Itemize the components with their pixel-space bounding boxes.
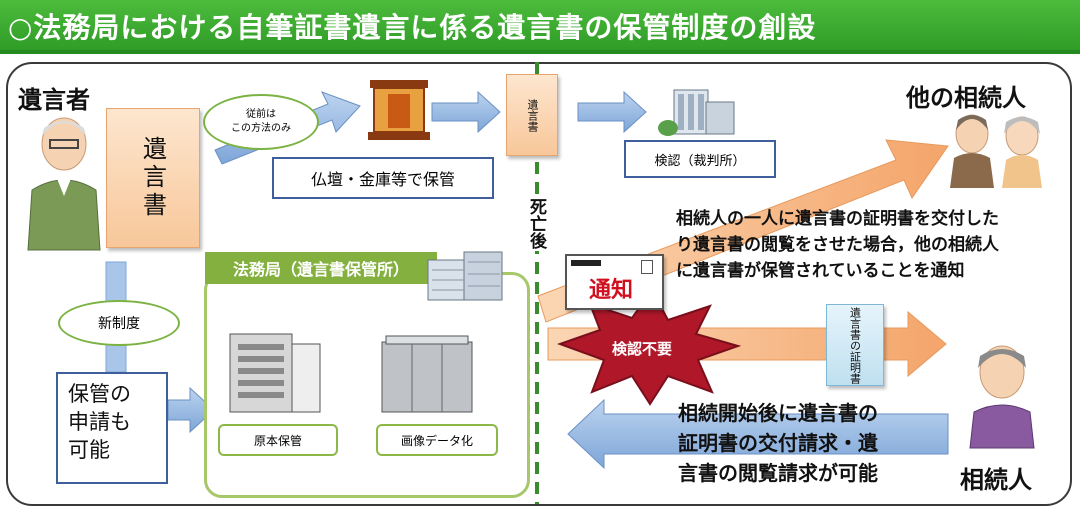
notice-card: 通知 bbox=[565, 254, 664, 310]
bureau-building-icon bbox=[427, 251, 503, 301]
will-document: 遺言書 bbox=[106, 108, 200, 248]
court-building-icon bbox=[658, 89, 735, 136]
application-box: 保管の 申請も 可能 bbox=[56, 372, 168, 484]
notice-line2: り遺言書の閲覧をさせた場合，他の相続人 bbox=[676, 235, 999, 255]
notice-text: 相続人の一人に遺言書の証明書を交付した り遺言書の閲覧をさせた場合，他の相続人 … bbox=[676, 206, 999, 284]
server-rack-icon bbox=[381, 335, 473, 413]
header-bar bbox=[0, 0, 1080, 54]
will-document-label: 遺言書 bbox=[138, 136, 167, 220]
notice-line3: に遺言書が保管されていることを通知 bbox=[676, 261, 965, 281]
heir-label: 相続人 bbox=[960, 466, 1032, 494]
notice-line1: 相続人の一人に遺言書の証明書を交付した bbox=[676, 209, 999, 229]
heir-avatar bbox=[969, 345, 1035, 449]
page-title: ○法務局における自筆証書遺言に係る遺言書の保管制度の創設 bbox=[8, 11, 817, 44]
small-will-label: 遺言書 bbox=[526, 98, 539, 132]
testator-label: 遺言者 bbox=[18, 86, 90, 114]
application-line1: 保管の bbox=[68, 382, 131, 406]
probate-label: 検認（裁判所） bbox=[654, 153, 746, 169]
request-text: 相続開始後に遺言書の 証明書の交付請求・遺 言書の閲覧請求が可能 bbox=[678, 398, 878, 488]
arrow-will-to-court bbox=[577, 90, 647, 134]
original-storage-label: 原本保管 bbox=[253, 433, 302, 448]
probate-box: 検認（裁判所） bbox=[624, 140, 776, 178]
storage-box-label: 仏壇・金庫等で保管 bbox=[310, 170, 455, 189]
original-storage-box: 原本保管 bbox=[218, 424, 338, 456]
image-data-box: 画像データ化 bbox=[376, 424, 498, 456]
legal-bureau-label: 法務局（遺言書保管所） bbox=[232, 260, 409, 279]
arrow-request bbox=[567, 398, 949, 470]
request-line1: 相続開始後に遺言書の bbox=[678, 401, 878, 425]
legal-bureau-header: 法務局（遺言書保管所） bbox=[205, 252, 437, 284]
testator-avatar bbox=[27, 117, 101, 251]
stamp-icon bbox=[641, 260, 653, 274]
notice-card-label: 通知 bbox=[589, 278, 634, 303]
old-method-bubble: 従前は この方法のみ bbox=[203, 94, 319, 150]
death-label: 死亡後 bbox=[524, 196, 549, 251]
no-probate-label: 検認不要 bbox=[612, 340, 673, 358]
old-method-line1: 従前は bbox=[246, 109, 276, 120]
storage-cabinet-icon bbox=[229, 333, 321, 413]
no-probate-burst bbox=[557, 288, 742, 406]
request-line3: 言書の閲覧請求が可能 bbox=[678, 461, 878, 485]
small-will-document: 遺言書 bbox=[506, 74, 558, 156]
old-method-line2: この方法のみ bbox=[231, 123, 291, 134]
shrine-icon bbox=[368, 80, 430, 140]
certificate-label: 遺言書の証明書 bbox=[848, 306, 862, 384]
testator: 遺言者 bbox=[18, 80, 90, 115]
notice-card-stripe bbox=[571, 260, 601, 266]
application-line3: 可能 bbox=[68, 438, 110, 462]
other-heirs-label: 他の相続人 bbox=[906, 84, 1026, 112]
image-data-label: 画像データ化 bbox=[400, 433, 473, 448]
certificate-document: 遺言書の証明書 bbox=[826, 304, 884, 386]
new-system-bubble: 新制度 bbox=[58, 300, 180, 346]
storage-box: 仏壇・金庫等で保管 bbox=[272, 157, 494, 199]
arrow-to-bureau bbox=[167, 386, 215, 434]
arrow-shrine-to-will bbox=[431, 90, 501, 134]
application-line2: 申請も bbox=[68, 410, 131, 434]
request-line2: 証明書の交付請求・遺 bbox=[678, 431, 878, 455]
new-system-label: 新制度 bbox=[98, 316, 140, 332]
other-heirs-avatars bbox=[950, 114, 1042, 188]
